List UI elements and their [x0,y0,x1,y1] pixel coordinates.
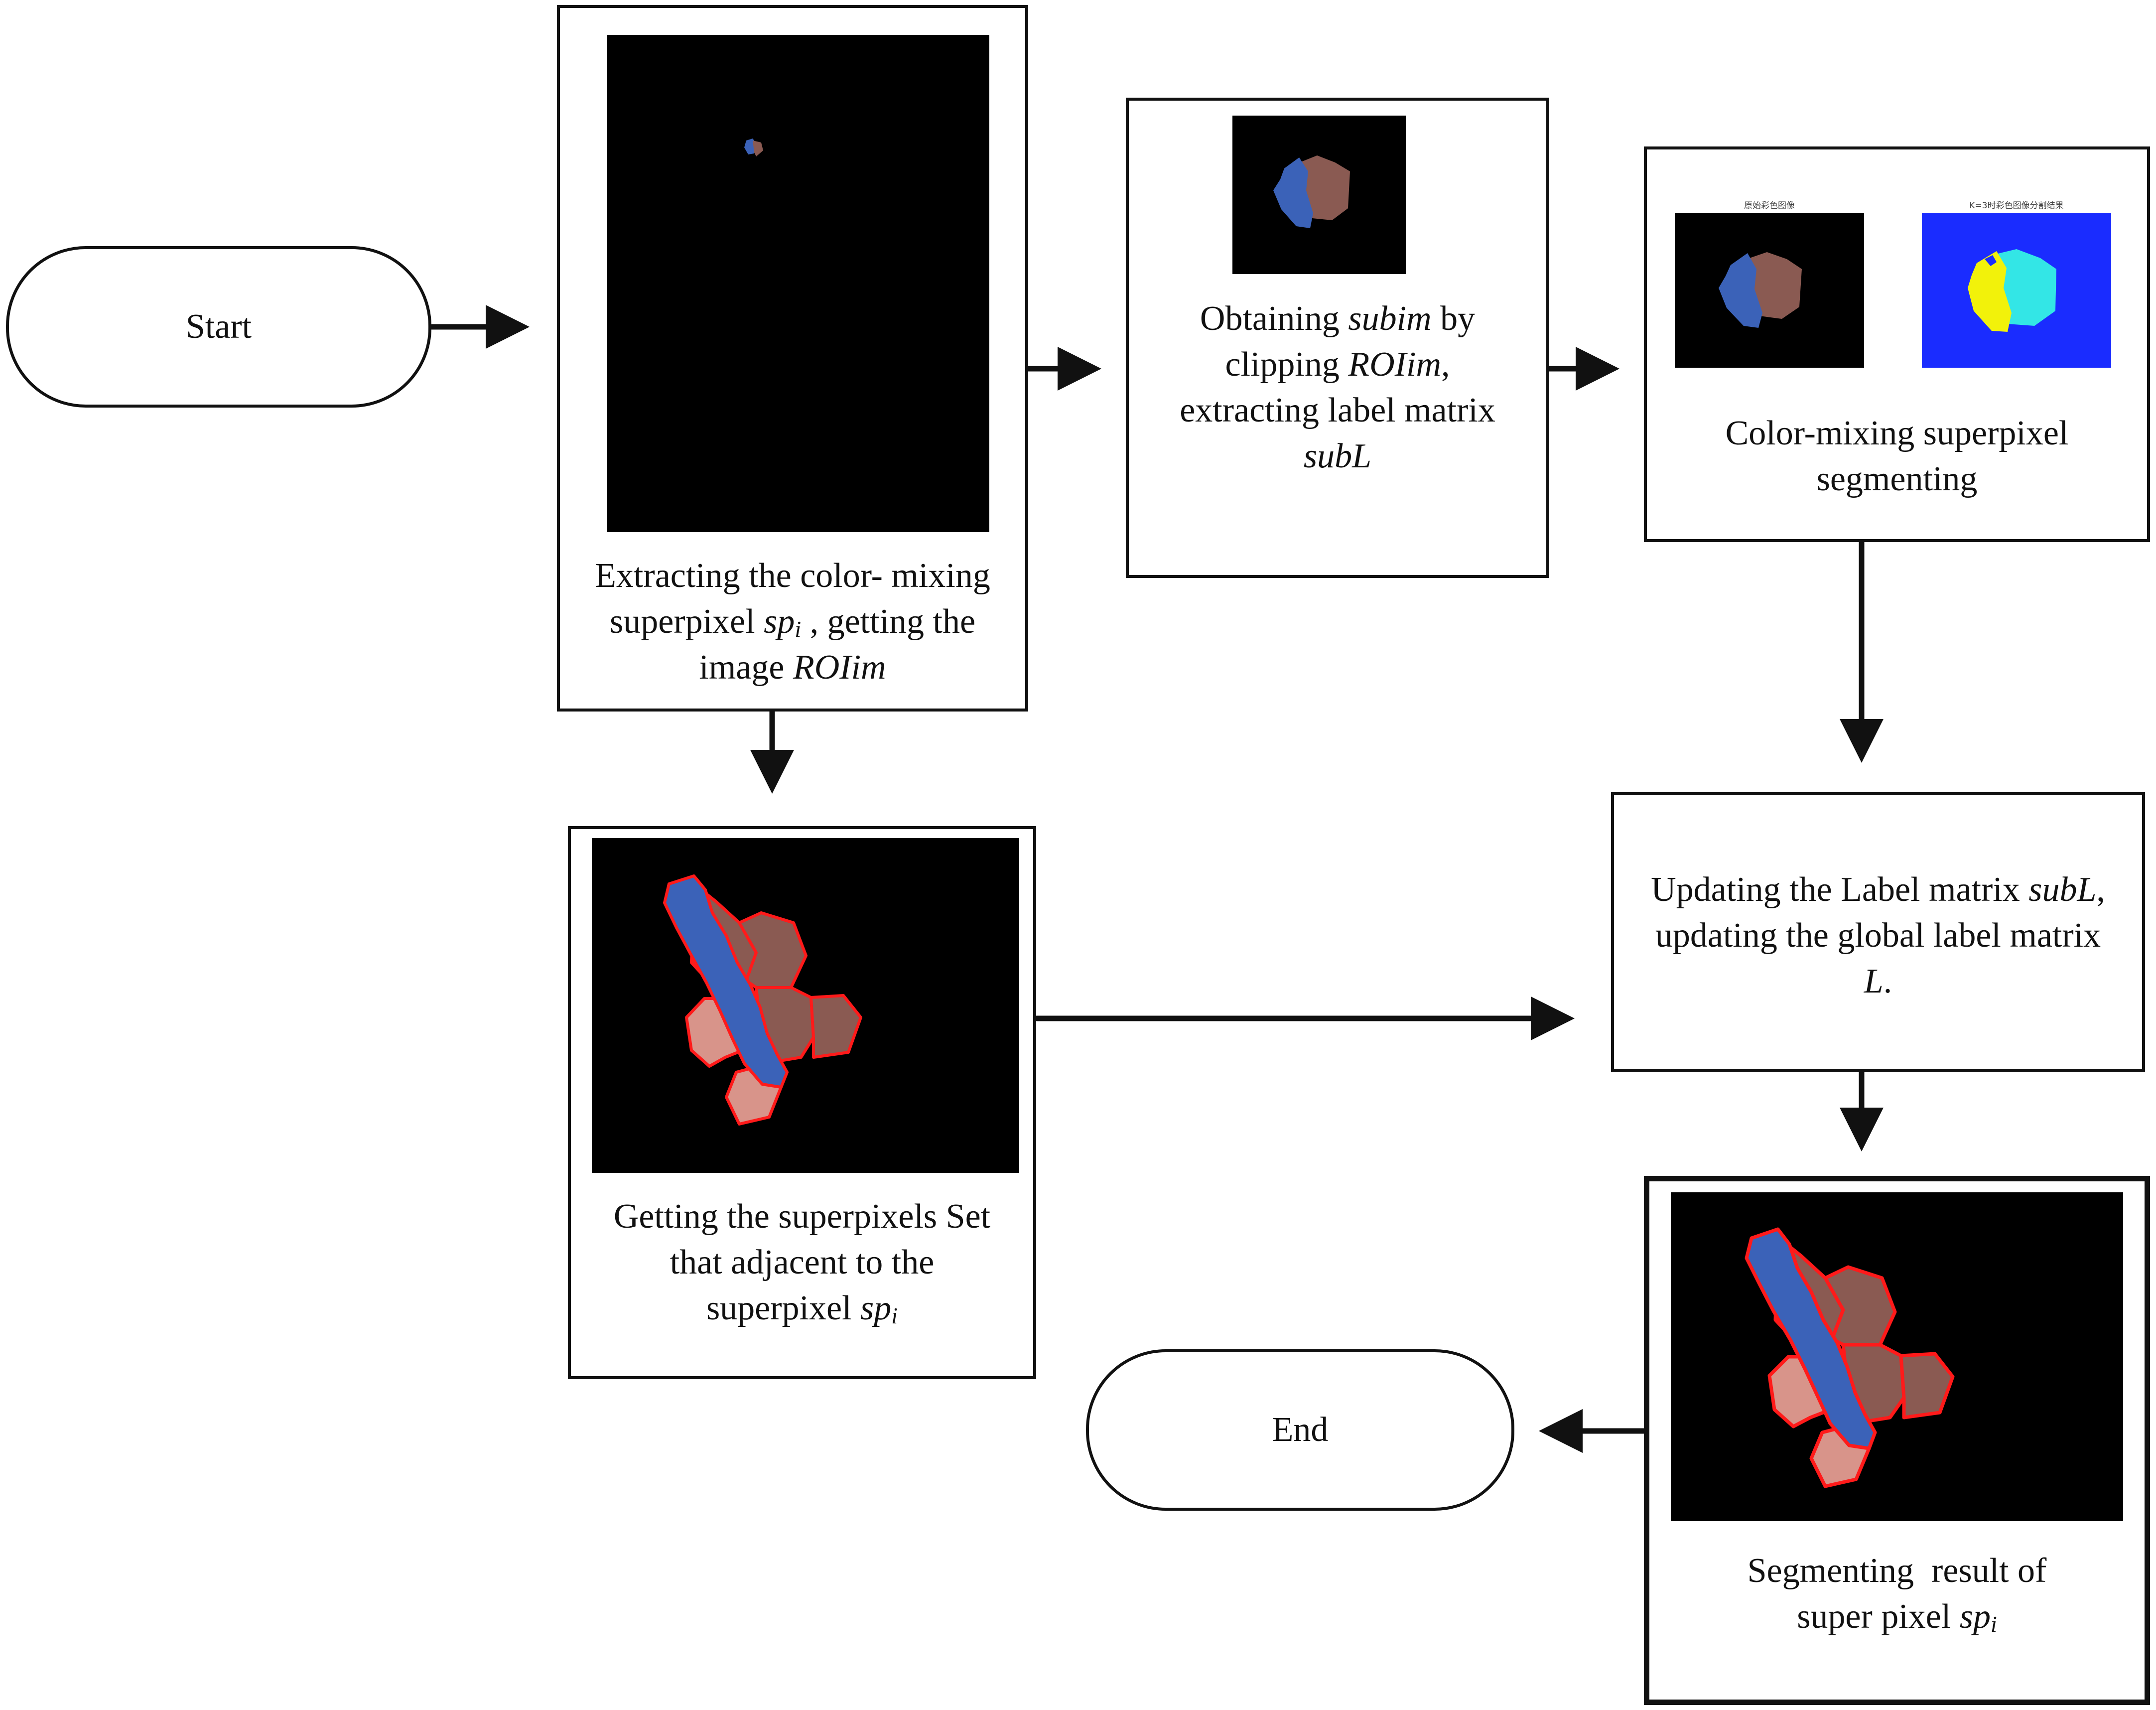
update-line3: L. [1864,962,1892,1000]
result-line1: Segmenting result of [1747,1552,2047,1590]
result-graphic [1745,1227,1955,1488]
adjacent-caption: Getting the superpixels Set that adjacen… [571,1194,1033,1331]
segment-kmeans-graphic [1968,249,2056,332]
update-caption: Updating the Label matrix subL, updating… [1614,867,2142,1004]
extract-line3: image ROIim [699,648,886,687]
end-node: End [1086,1349,1514,1511]
adjacent-line1: Getting the superpixels Set [613,1197,991,1236]
extract-box: Extracting the color- mixing superpixel … [557,5,1028,712]
segment-line2: segmenting [1816,460,1978,498]
result-box: Segmenting result of super pixel spi [1644,1176,2150,1705]
subim-image [1232,116,1406,274]
result-caption: Segmenting result of super pixel spi [1649,1548,2145,1640]
segment-original-image [1675,213,1864,368]
update-line1: Updating the Label matrix subL, [1651,870,2105,909]
start-label: Start [185,307,252,346]
result-image [1671,1192,2123,1521]
extract-line1: Extracting the color- mixing [595,557,990,595]
clip-line4: subL [1303,437,1372,475]
segment-box: 原始彩色图像 K=3时彩色图像分割结果 Color-mixing superpi… [1644,146,2150,542]
segment-left-title: 原始彩色图像 [1744,201,1795,211]
clip-box: Obtaining subim by clipping ROIim, extra… [1126,98,1549,578]
segment-right-title: K=3时彩色图像分割结果 [1969,201,2064,211]
adjacent-image [592,838,1019,1173]
extract-caption: Extracting the color- mixing superpixel … [560,553,1025,691]
segment-original-graphic [1719,252,1802,328]
clip-line1: Obtaining subim by [1200,299,1476,338]
roiim-image [607,35,989,532]
update-box: Updating the Label matrix subL, updating… [1611,792,2145,1072]
start-node: Start [6,246,431,408]
result-line2: super pixel spi [1797,1597,1997,1637]
adjacent-line2: that adjacent to the [670,1243,935,1282]
clip-caption: Obtaining subim by clipping ROIim, extra… [1129,296,1546,479]
segment-caption: Color-mixing superpixel segmenting [1647,411,2147,502]
adjacent-box: Getting the superpixels Set that adjacen… [568,826,1036,1379]
update-line2: updating the global label matrix [1655,916,2101,955]
roiim-graphic [744,139,763,156]
extract-line2: superpixel spi , getting the [609,602,976,642]
adjacent-line3: superpixel spi [706,1289,898,1328]
segment-kmeans-image [1922,213,2111,368]
end-label: End [1272,1411,1329,1449]
subim-graphic [1273,155,1350,228]
adjacent-graphic [663,874,862,1126]
segment-line1: Color-mixing superpixel [1725,414,2069,452]
clip-line2: clipping ROIim, [1225,345,1450,384]
clip-line3: extracting label matrix [1180,391,1495,429]
